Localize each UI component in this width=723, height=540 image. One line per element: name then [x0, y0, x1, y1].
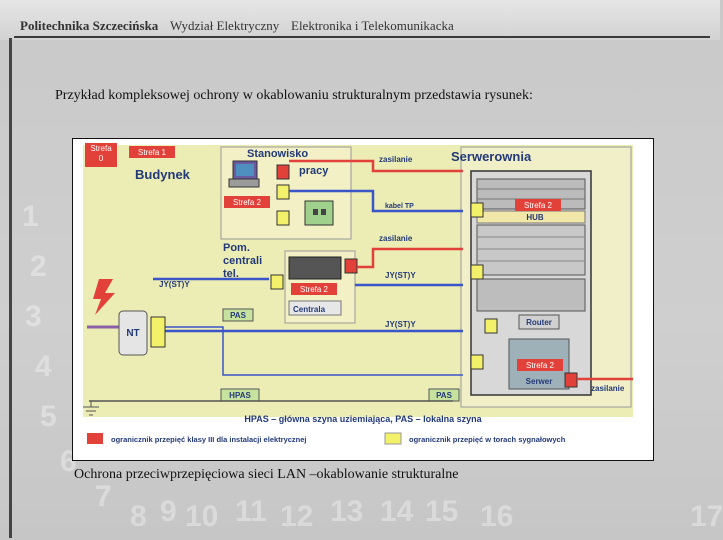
- strefa2-workstation-badge: [224, 196, 270, 208]
- watermark-number: 3: [25, 300, 42, 333]
- jysty-label-2: JY(ST)Y: [385, 271, 416, 280]
- watermark-number: 17: [690, 500, 723, 533]
- power-protector-pbx: [344, 258, 358, 274]
- signal-protector-rack-3: [484, 318, 498, 334]
- strefa1-label: Strefa 1: [138, 148, 167, 157]
- strefa0-label: Strefa: [90, 144, 112, 153]
- watermark-number: 5: [40, 400, 57, 433]
- left-rule: [9, 38, 12, 538]
- router-label: Router: [526, 318, 552, 327]
- watermark-number: 10: [185, 500, 219, 533]
- router-unit: [518, 314, 560, 330]
- jysty-label-3: JY(ST)Y: [385, 320, 416, 329]
- faculty-name: Wydział Elektryczny: [170, 18, 280, 33]
- nt-box: [118, 310, 148, 356]
- intro-text: Przykład kompleksowej ochrony w okablowa…: [55, 88, 533, 103]
- strefa2-pbx-badge: [291, 283, 337, 295]
- watermark-number: 1: [22, 200, 39, 233]
- strefa0-num: 0: [99, 154, 104, 163]
- legend-yellow-text: ogranicznik przepięć w torach sygnałowyc…: [409, 435, 566, 444]
- legend-pas-description: HPAS – główna szyna uziemiająca, PAS – l…: [244, 414, 482, 424]
- signal-cable-tp: [289, 189, 463, 213]
- zasilanie-label-3: zasilanie: [591, 384, 625, 393]
- legend-red-swatch: [87, 433, 103, 444]
- hpas-label: HPAS: [229, 391, 251, 400]
- pas-label-2: PAS: [436, 391, 453, 400]
- strefa2-hub-label: Strefa 2: [524, 201, 553, 210]
- watermark-number: 11: [235, 495, 267, 528]
- watermark-number: 12: [280, 500, 314, 533]
- centrala-label: Centrala: [293, 305, 326, 314]
- lan-protection-diagram: Strefa 0 Strefa 1 Budynek Stanowisko pra…: [72, 138, 654, 461]
- signal-protector-ws-2: [276, 210, 290, 226]
- legend-red-text: ogranicznik przepięć klasy III dla insta…: [111, 435, 307, 444]
- watermark-number: 15: [425, 495, 459, 528]
- hub-label: HUB: [526, 213, 544, 222]
- power-cable-pbx: [357, 247, 463, 269]
- signal-protector-rack-2: [470, 264, 484, 280]
- stanowisko-label-2: pracy: [299, 165, 329, 177]
- patch-panel: [476, 224, 586, 276]
- pas-label-1: PAS: [230, 311, 247, 320]
- department-name: Elektronika i Telekomunikacka: [291, 18, 454, 33]
- socket-port-2: [321, 209, 326, 215]
- computer-case: [228, 178, 260, 188]
- power-protector-ws: [276, 164, 290, 180]
- serwerownia-label: Serwerownia: [451, 149, 532, 164]
- header-divider: [14, 36, 710, 38]
- pom-label-2: centrali: [223, 255, 262, 267]
- monitor-screen: [236, 164, 254, 176]
- strefa2-workstation-label: Strefa 2: [233, 198, 262, 207]
- strefa0-badge: [85, 143, 117, 167]
- network-socket: [304, 200, 334, 226]
- signal-protector-nt: [150, 316, 166, 348]
- legend-yellow-swatch: [384, 432, 402, 445]
- strefa1-badge: [129, 146, 175, 158]
- budynek-label: Budynek: [135, 167, 191, 182]
- power-protector-server: [564, 372, 578, 388]
- strefa2-server-badge: [517, 359, 563, 371]
- kabel-tp-label: kabel TP: [385, 203, 414, 210]
- university-name: Politechnika Szczecińska: [20, 18, 159, 33]
- nt-label: NT: [126, 328, 139, 339]
- lightning-icon: [93, 279, 115, 315]
- signal-protector-rack-4: [470, 354, 484, 370]
- pbx-device: [288, 256, 342, 280]
- figure-caption: Ochrona przeciwprzepięciowa sieci LAN –o…: [74, 467, 459, 482]
- strefa2-hub-badge: [515, 199, 561, 211]
- serwer-label: Serwer: [526, 377, 553, 386]
- pom-label-3: tel.: [223, 268, 239, 280]
- watermark-number: 4: [35, 350, 52, 383]
- watermark-number: 8: [130, 500, 147, 533]
- ground-link-cable: [163, 326, 463, 376]
- pom-label-1: Pom.: [223, 242, 250, 254]
- stanowisko-label-1: Stanowisko: [247, 148, 308, 160]
- header-bar: Politechnika Szczecińska Wydział Elektry…: [0, 0, 720, 40]
- centrala-box: [288, 300, 342, 316]
- watermark-number: 7: [95, 480, 112, 513]
- signal-protector-pbx: [270, 274, 284, 290]
- signal-protector-rack-1: [470, 202, 484, 218]
- watermark-number: 16: [480, 500, 514, 533]
- strefa2-server-label: Strefa 2: [526, 361, 555, 370]
- strefa2-pbx-label: Strefa 2: [300, 285, 329, 294]
- zasilanie-label-2: zasilanie: [379, 234, 413, 243]
- pas-bar-1: [222, 308, 254, 322]
- socket-port-1: [313, 209, 318, 215]
- watermark-number: 13: [330, 495, 364, 528]
- power-cable-ws: [289, 159, 463, 173]
- zasilanie-label-1: zasilanie: [379, 155, 413, 164]
- signal-protector-ws-1: [276, 184, 290, 200]
- watermark-number: 14: [380, 495, 414, 528]
- diagram-svg: Strefa 0 Strefa 1 Budynek Stanowisko pra…: [83, 143, 633, 445]
- watermark-number: 9: [160, 495, 177, 528]
- rack-middle-equipment: [476, 278, 586, 312]
- jysty-label-1: JY(ST)Y: [159, 280, 190, 289]
- watermark-number: 2: [30, 250, 47, 283]
